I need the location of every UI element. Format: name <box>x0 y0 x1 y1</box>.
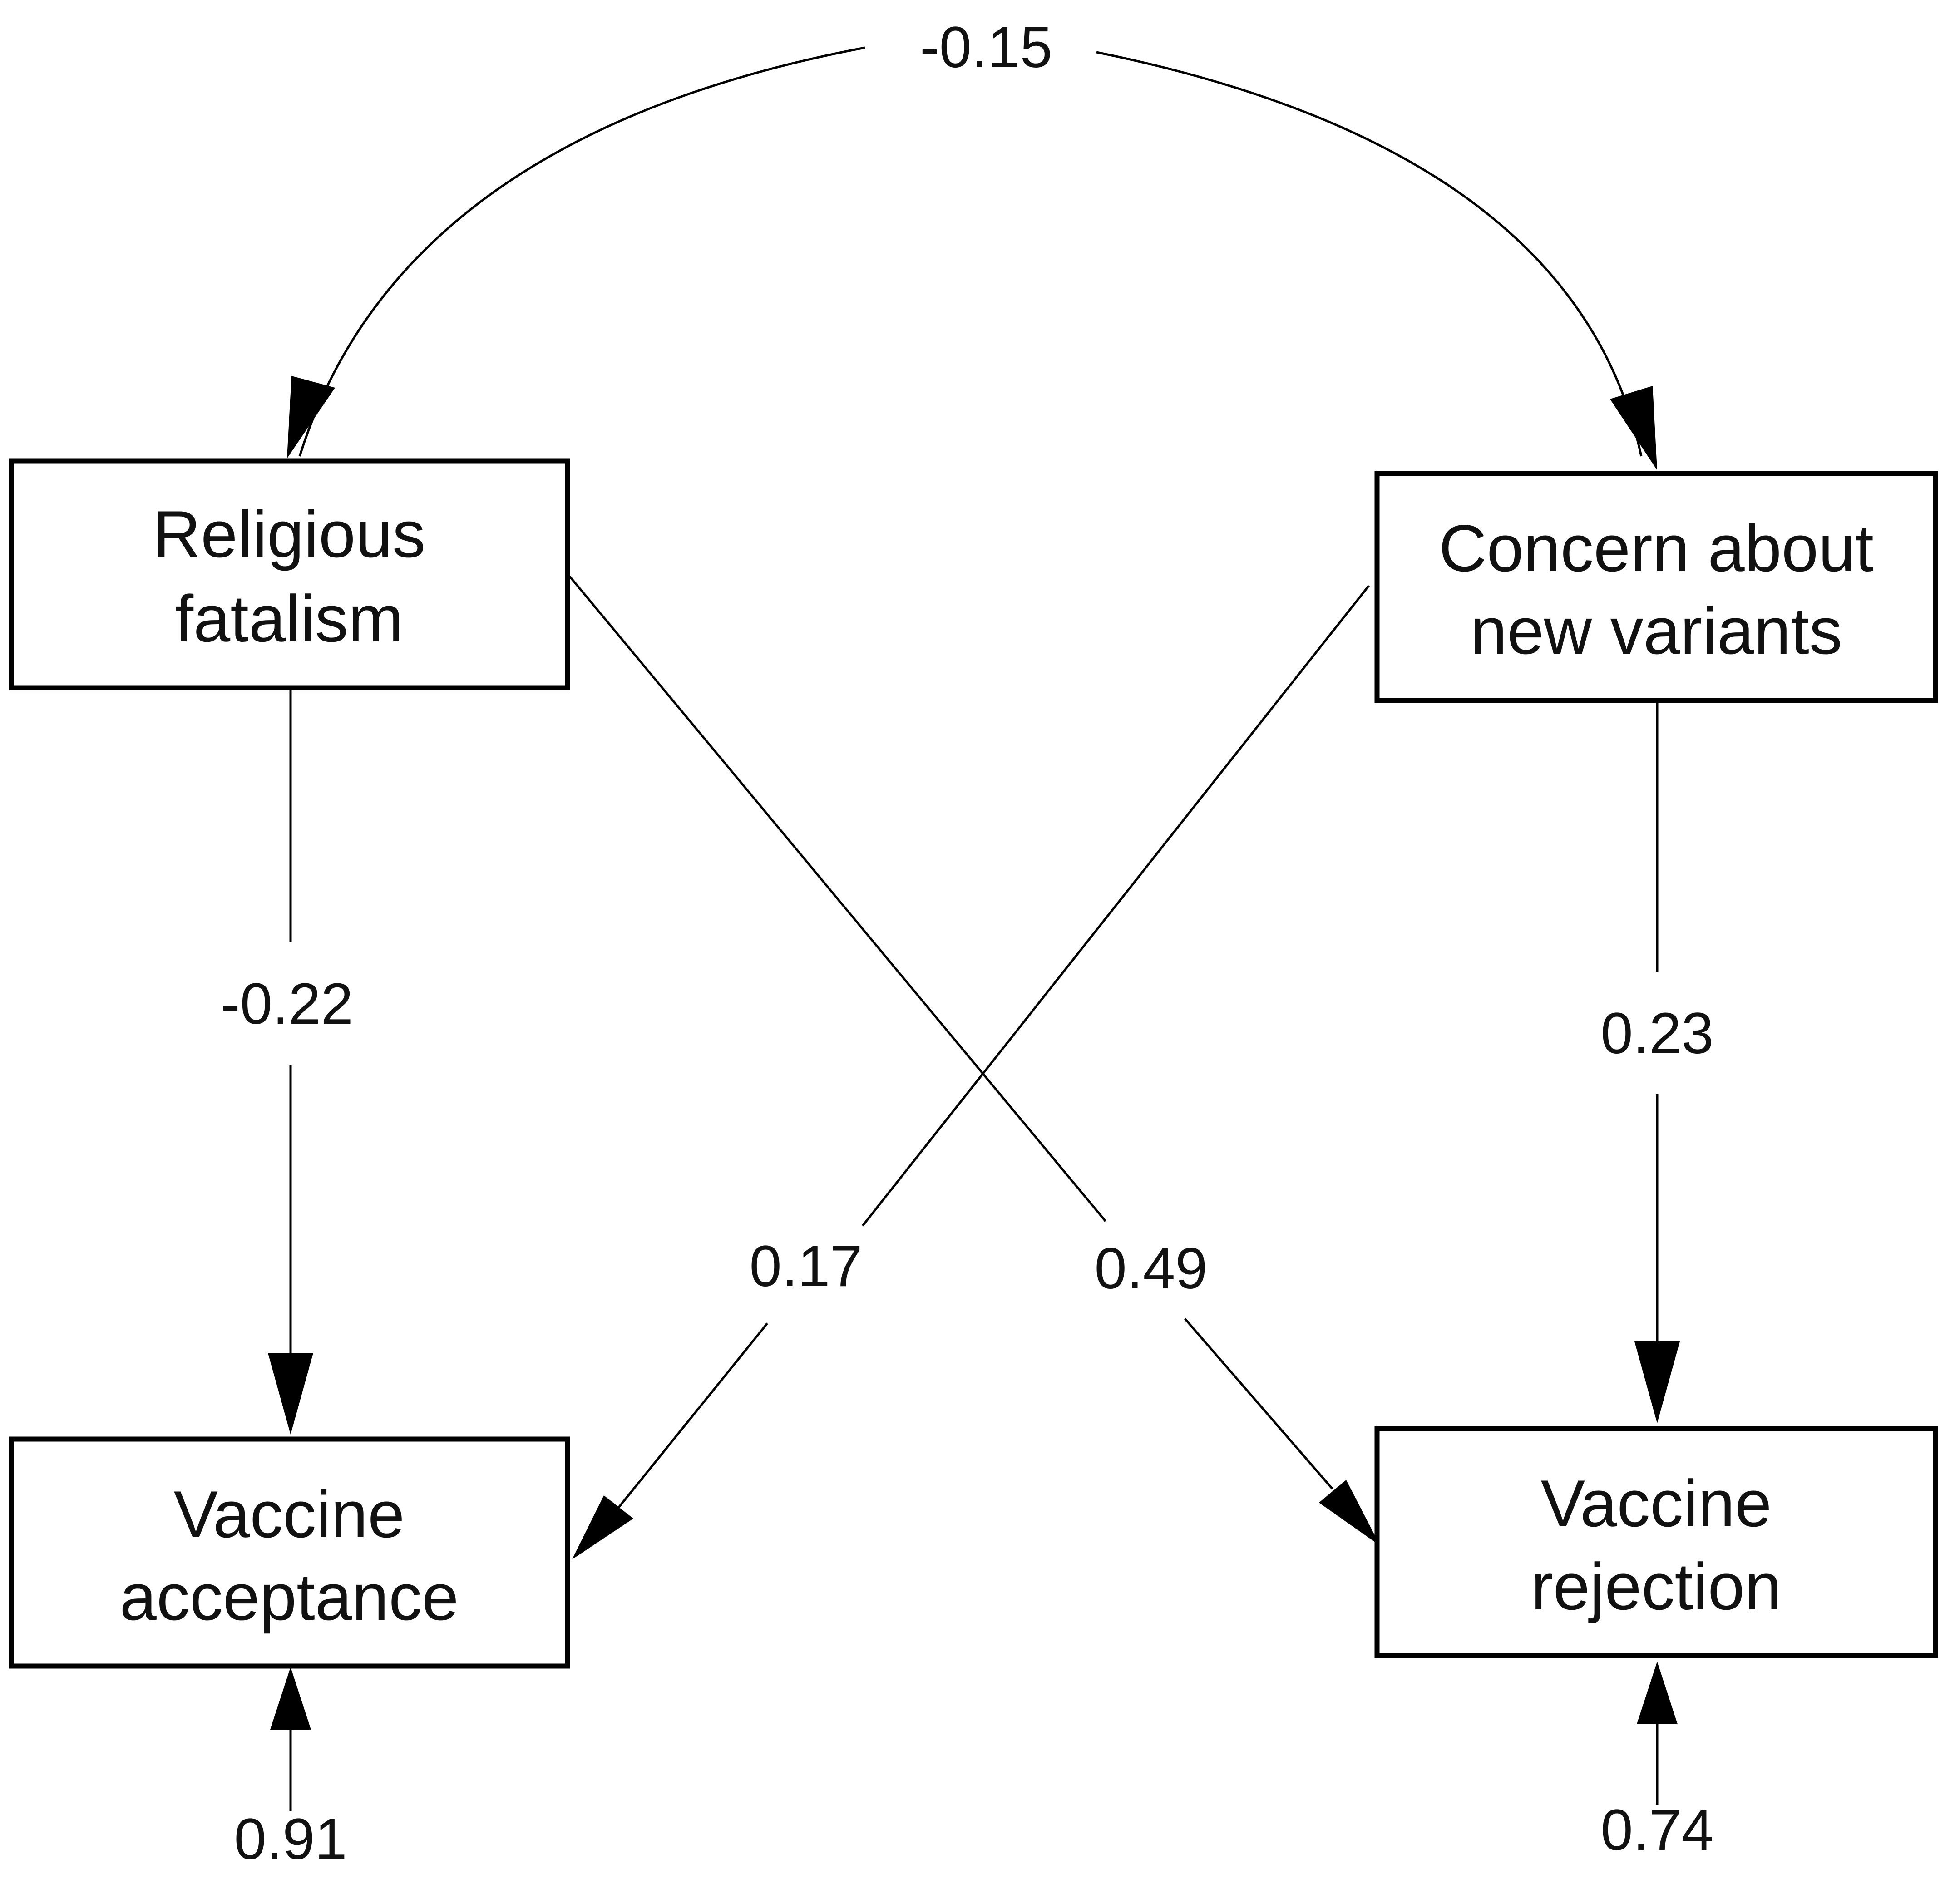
node-concern-new-variants-line2: new variants <box>1470 594 1842 668</box>
arrowhead-concern-to-acceptance <box>572 1495 633 1559</box>
path-concern-to-acceptance-lower <box>614 1322 768 1513</box>
coef-residual-acceptance: 0.91 <box>234 1807 347 1872</box>
coef-fatalism-to-rejection: 0.49 <box>1094 1236 1207 1301</box>
arrowhead-residual-acceptance <box>270 1667 311 1730</box>
covariance-arrowhead-right <box>1610 386 1657 470</box>
arrowhead-residual-rejection <box>1637 1662 1678 1724</box>
node-vaccine-rejection-line1: Vaccine <box>1541 1466 1772 1540</box>
node-vaccine-acceptance-line1: Vaccine <box>174 1477 405 1551</box>
node-vaccine-acceptance-line2: acceptance <box>120 1560 459 1634</box>
node-religious-fatalism: Religious fatalism <box>9 458 570 690</box>
node-vaccine-rejection: Vaccine rejection <box>1374 1426 1938 1658</box>
coef-fatalism-to-acceptance: -0.22 <box>221 972 353 1036</box>
node-religious-fatalism-line1: Religious <box>153 497 426 571</box>
coef-covariance-fatalism-concern: -0.15 <box>920 15 1052 80</box>
path-fatalism-to-rejection <box>569 576 1106 1222</box>
node-vaccine-acceptance: Vaccine acceptance <box>9 1436 570 1669</box>
node-concern-new-variants-line1: Concern about <box>1439 511 1874 585</box>
arrowhead-fatalism-to-rejection <box>1319 1480 1380 1546</box>
path-fatalism-to-rejection-lower <box>1184 1318 1333 1490</box>
arrowhead-fatalism-to-acceptance <box>268 1353 313 1435</box>
covariance-arc <box>298 46 1643 457</box>
path-concern-to-acceptance <box>862 585 1370 1227</box>
node-religious-fatalism-line2: fatalism <box>175 582 403 656</box>
coef-concern-to-acceptance: 0.17 <box>749 1234 862 1299</box>
coef-concern-to-rejection: 0.23 <box>1600 1001 1713 1066</box>
coef-residual-rejection: 0.74 <box>1600 1798 1713 1863</box>
node-vaccine-rejection-line2: rejection <box>1531 1549 1782 1623</box>
arrowhead-concern-to-rejection <box>1634 1341 1680 1423</box>
node-concern-new-variants: Concern about new variants <box>1374 471 1938 703</box>
covariance-arrowhead-left <box>287 376 335 459</box>
